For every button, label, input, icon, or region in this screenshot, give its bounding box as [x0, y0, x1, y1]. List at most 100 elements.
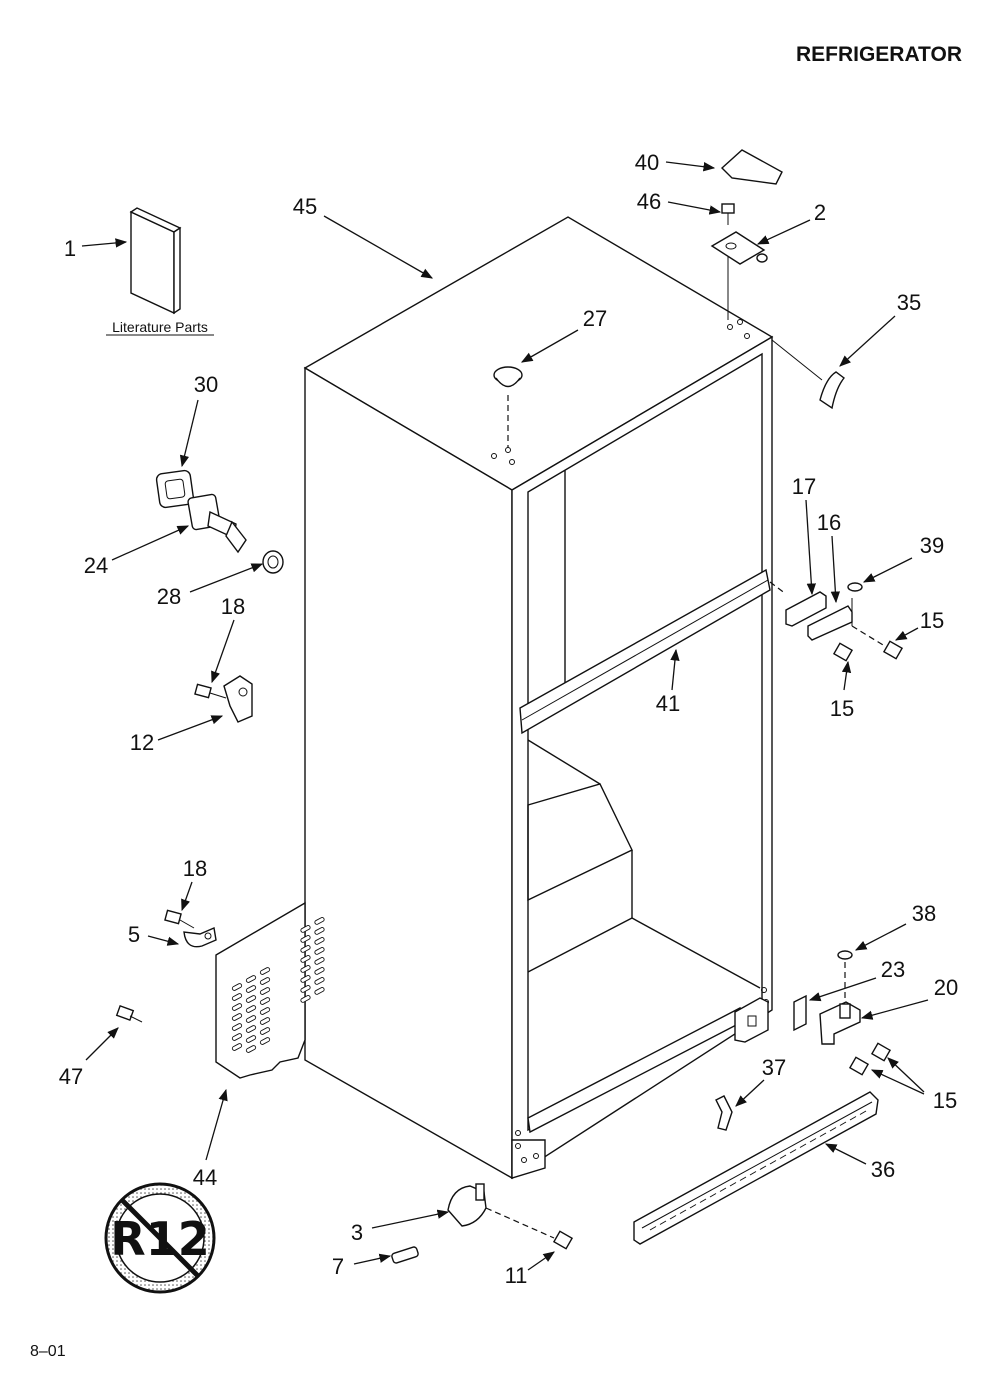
callout-1: 1 — [64, 236, 76, 261]
vent-slot — [259, 1007, 271, 1015]
grille-slot — [839, 1121, 847, 1126]
plug-27 — [493, 366, 523, 448]
grille-slot — [799, 1143, 807, 1148]
grille-slot — [669, 1215, 677, 1220]
vent-slot — [300, 925, 311, 933]
vent-slot — [259, 997, 271, 1005]
vent-slot — [245, 1035, 257, 1043]
grille-slot — [779, 1154, 787, 1159]
hinge-bracket-17-16 — [769, 581, 889, 649]
vent-slot — [314, 947, 325, 955]
callout-24: 24 — [84, 553, 108, 578]
vent-slot — [259, 1037, 271, 1045]
screw-15-mid-b — [882, 640, 904, 660]
vent-slot — [300, 935, 311, 943]
vent-slot — [245, 985, 257, 993]
vent-slot — [314, 927, 325, 935]
shaft-24 — [187, 493, 247, 554]
top-hinge-2 — [710, 231, 768, 265]
grille-slot — [729, 1182, 737, 1187]
callout-27: 27 — [583, 306, 607, 331]
no-r12-badge: R12 — [104, 1182, 216, 1294]
bottom-hinge-plate — [734, 997, 769, 1043]
vent-slot — [314, 957, 325, 965]
vent-slot — [259, 1017, 271, 1025]
grille-slot — [859, 1110, 867, 1115]
vent-slot — [245, 1005, 257, 1013]
vent-slot — [300, 975, 311, 983]
vent-slot — [231, 1023, 243, 1031]
vent-slot — [259, 977, 271, 985]
grille-slots — [649, 1110, 867, 1231]
vent-slot — [259, 967, 271, 975]
vent-slot — [259, 987, 271, 995]
shim-35 — [819, 371, 845, 410]
callout-41: 41 — [656, 691, 680, 716]
literature-label: Literature Parts — [112, 319, 208, 335]
washer-38 — [837, 950, 853, 960]
page-footer-code: 8–01 — [30, 1343, 66, 1360]
back-panel-vents — [231, 917, 325, 1053]
grille-slot — [719, 1187, 727, 1192]
grille-slot — [689, 1204, 697, 1209]
callout-28: 28 — [157, 584, 181, 609]
callout-23: 23 — [881, 957, 905, 982]
callout-30: 30 — [194, 372, 218, 397]
vent-slot — [314, 937, 325, 945]
grille-slot — [749, 1171, 757, 1176]
grille-slot — [849, 1116, 857, 1121]
vent-slot — [259, 1027, 271, 1035]
callout-36: 36 — [871, 1157, 895, 1182]
callout-3: 3 — [351, 1220, 363, 1245]
callout-45: 45 — [293, 194, 317, 219]
grille-slot — [709, 1193, 717, 1198]
clamp-5-assembly — [164, 909, 217, 948]
callout-15-c: 15 — [933, 1088, 957, 1113]
callout-44: 44 — [193, 1165, 217, 1190]
screw-11 — [552, 1230, 574, 1250]
callout-18-a: 18 — [221, 594, 245, 619]
callout-5: 5 — [128, 922, 140, 947]
grille-slot — [829, 1127, 837, 1132]
callout-18-b: 18 — [183, 856, 207, 881]
hinge-cover-40 — [720, 149, 783, 185]
bracket-3 — [447, 1183, 487, 1227]
grille-slot — [809, 1138, 817, 1143]
vent-slot — [314, 917, 325, 925]
callout-17: 17 — [792, 474, 816, 499]
vent-slot — [231, 1043, 243, 1051]
grille-slot — [679, 1209, 687, 1214]
vent-slot — [300, 985, 311, 993]
vent-slot — [231, 1013, 243, 1021]
vent-slot — [300, 955, 311, 963]
bracket-12-assembly — [194, 675, 253, 723]
vent-slot — [245, 1045, 257, 1053]
screw-15-mid-a — [832, 642, 854, 662]
page-title: REFRIGERATOR — [796, 43, 962, 66]
back-panel-44 — [215, 901, 306, 1079]
spacer-23 — [793, 994, 807, 1032]
grille-slot — [759, 1165, 767, 1170]
vent-slot — [314, 977, 325, 985]
grille-slot — [819, 1132, 827, 1137]
grommet-30 — [155, 469, 195, 509]
screw-15-low-a — [870, 1042, 892, 1062]
callout-47: 47 — [59, 1064, 83, 1089]
leader-lines — [81, 161, 929, 1271]
grille-slot — [659, 1220, 667, 1225]
grille-slot — [769, 1160, 777, 1165]
vent-slot — [231, 1033, 243, 1041]
callout-15-b: 15 — [830, 696, 854, 721]
callout-38: 38 — [912, 901, 936, 926]
vent-slot — [231, 983, 243, 991]
screw-15-low-b — [848, 1056, 870, 1076]
refrigerator-cabinet — [303, 216, 774, 1180]
vent-slot — [300, 995, 311, 1003]
grille-slot — [699, 1198, 707, 1203]
grille-36 — [633, 1091, 879, 1245]
callout-12: 12 — [130, 730, 154, 755]
vent-slot — [245, 975, 257, 983]
vent-slot — [231, 1003, 243, 1011]
washer-28 — [262, 550, 284, 574]
hinge-20 — [819, 1001, 861, 1045]
